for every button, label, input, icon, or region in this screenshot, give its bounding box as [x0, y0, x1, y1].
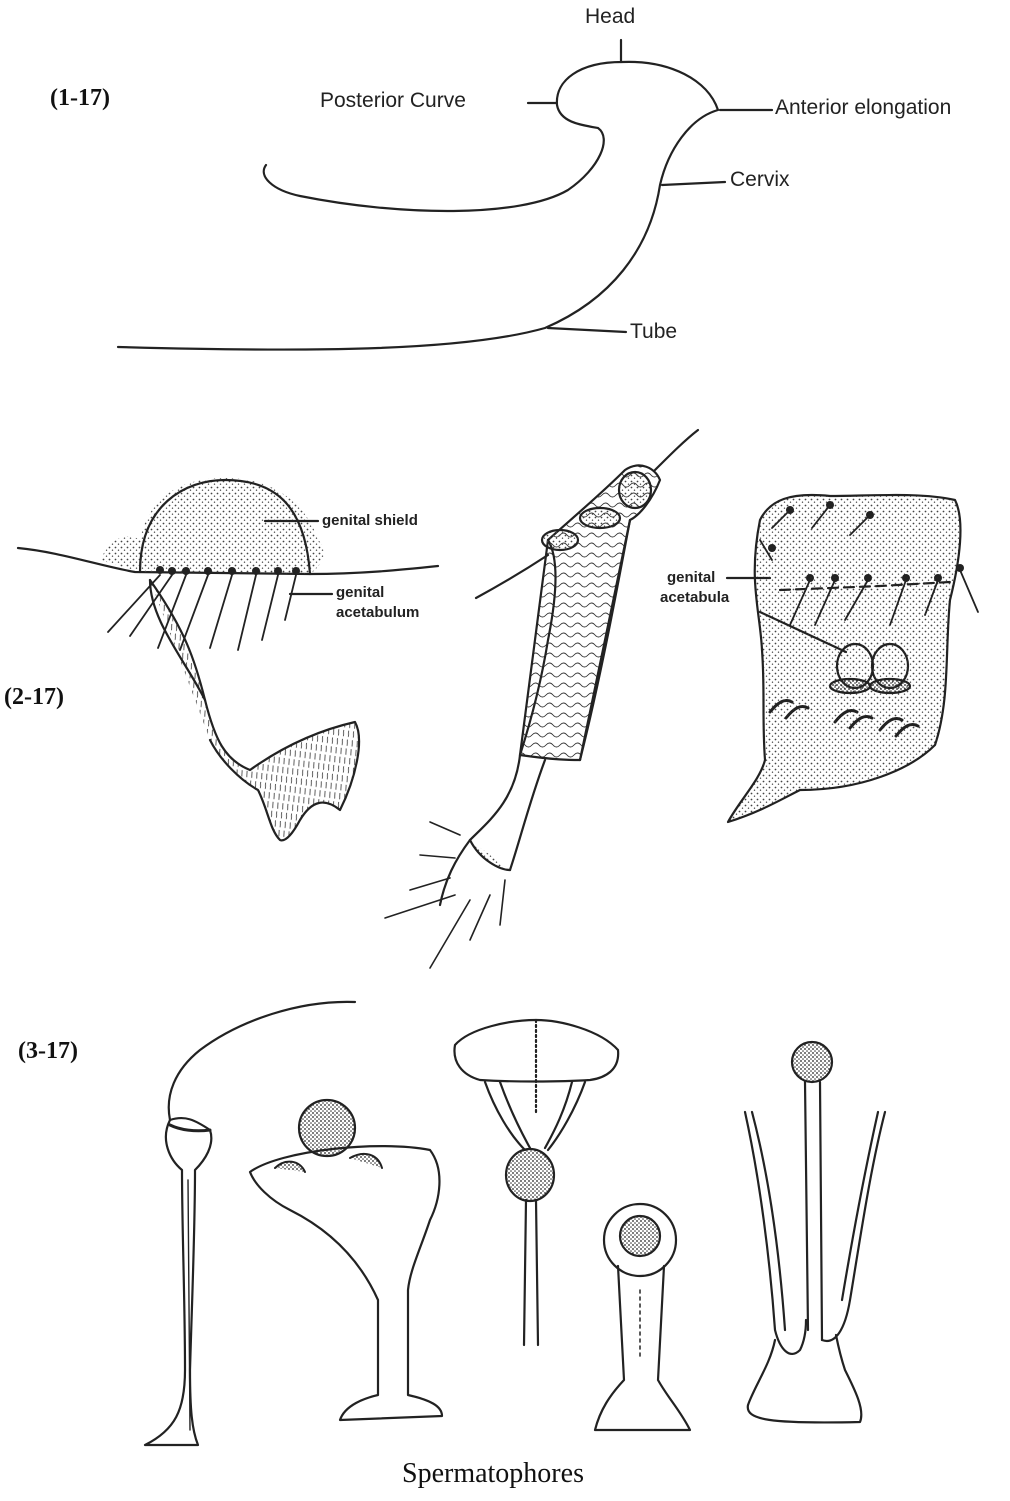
spermatophore-diagram-1: [118, 40, 772, 350]
caption-spermatophores: Spermatophores: [402, 1458, 584, 1490]
label-anterior-elongation: Anterior elongation: [775, 96, 951, 120]
label-genital-shield: genital shield: [322, 512, 418, 530]
spermatophore-small-cup: [595, 1204, 690, 1430]
figure-label-1: (1-17): [50, 85, 110, 112]
genital-acetabula-drawing: [727, 495, 978, 822]
label-genital-acetabulum-line1: genital: [336, 584, 384, 602]
spermatophore-stalk-1: [145, 1002, 355, 1445]
elongated-genital-drawing: [385, 430, 698, 968]
label-tube: Tube: [630, 320, 677, 344]
label-cervix: Cervix: [730, 168, 790, 192]
label-posterior-curve: Posterior Curve: [320, 89, 466, 113]
spermatophore-trident: [745, 1042, 885, 1422]
label-head: Head: [585, 5, 635, 29]
genital-shield-drawing: [18, 478, 438, 840]
figure-label-2: (2-17): [4, 684, 64, 711]
spermatophore-cup: [250, 1100, 442, 1420]
figure-label-3: (3-17): [18, 1038, 78, 1065]
label-genital-acetabulum-line2: acetabulum: [336, 604, 419, 622]
label-genital-acetabula-line2: acetabula: [660, 589, 729, 607]
label-genital-acetabula-line1: genital: [667, 569, 715, 587]
spermatophore-y-shape: [454, 1020, 618, 1345]
